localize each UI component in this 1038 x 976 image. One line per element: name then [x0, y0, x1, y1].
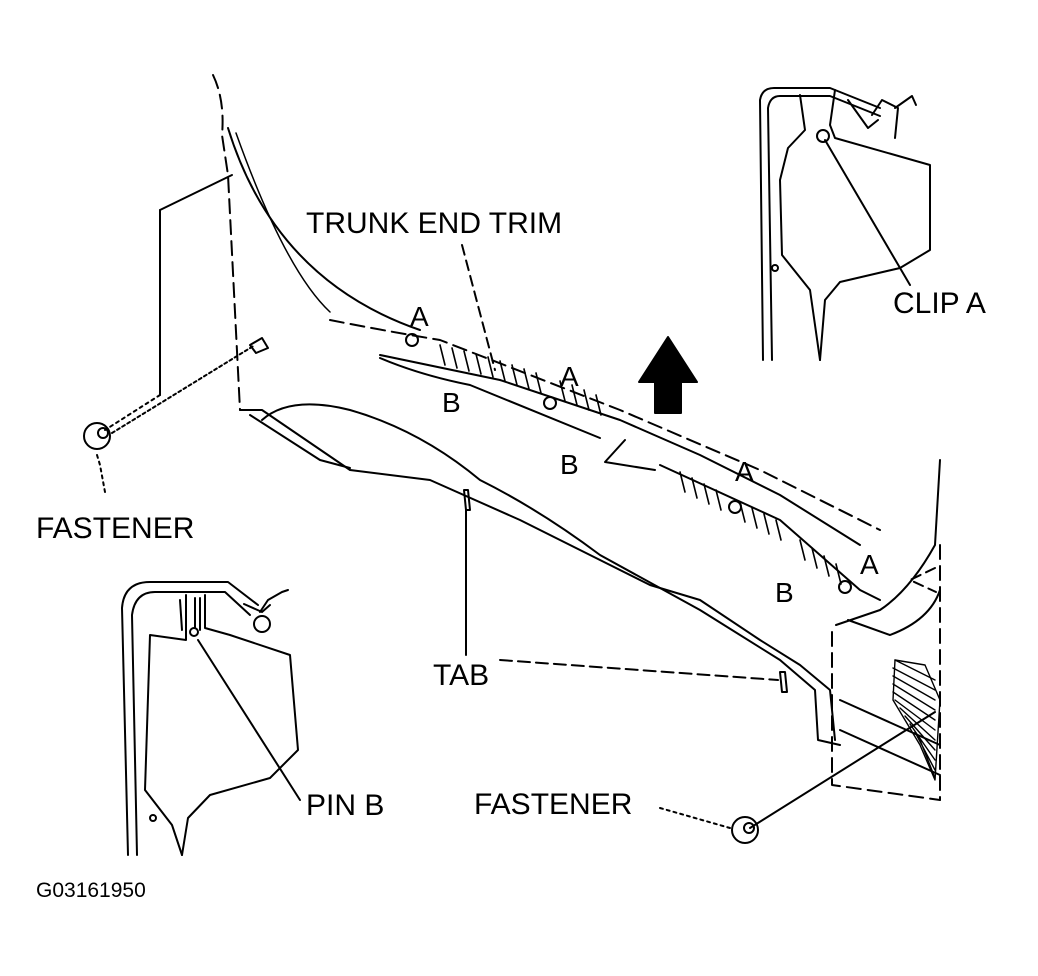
up-arrow-icon [638, 336, 698, 414]
trunk-end-trim-panel [212, 74, 941, 801]
pin-icon [779, 671, 788, 693]
fastener-icon [83, 422, 111, 450]
fastener-left-assembly [83, 174, 269, 493]
fastener-icon [731, 816, 759, 844]
fastener-right-assembly [659, 567, 937, 844]
trunk-end-trim-label: TRUNK END TRIM [306, 207, 563, 240]
clip-icon [816, 129, 830, 143]
corner-hatch [892, 659, 941, 781]
clip-a-detail [759, 87, 931, 361]
clip-icon [543, 396, 557, 410]
clip-icon [838, 580, 852, 594]
pin-b-label: PIN B [306, 789, 385, 822]
pin-icon [463, 489, 471, 511]
clip-icon [405, 333, 419, 347]
tab-label: TAB [433, 659, 490, 692]
trim-hatch [439, 344, 842, 585]
marker-b: B [560, 449, 579, 480]
marker-a: A [860, 549, 879, 580]
clip-icon [728, 500, 742, 514]
pin-b-detail [121, 581, 301, 856]
marker-a: A [735, 456, 754, 487]
clip-markers [405, 333, 852, 594]
marker-a: A [410, 301, 429, 332]
pin-icon [189, 627, 199, 637]
tab-leaders [465, 509, 779, 681]
marker-a: A [560, 361, 579, 392]
clip-a-label: CLIP A [893, 287, 986, 320]
marker-b: B [775, 577, 794, 608]
trunk-end-trim-leader [461, 244, 496, 371]
pin-markers [463, 489, 788, 693]
figure-code: G03161950 [36, 879, 146, 902]
fastener-left-label: FASTENER [36, 512, 195, 545]
fastener-right-label: FASTENER [474, 788, 633, 821]
marker-b: B [442, 387, 461, 418]
